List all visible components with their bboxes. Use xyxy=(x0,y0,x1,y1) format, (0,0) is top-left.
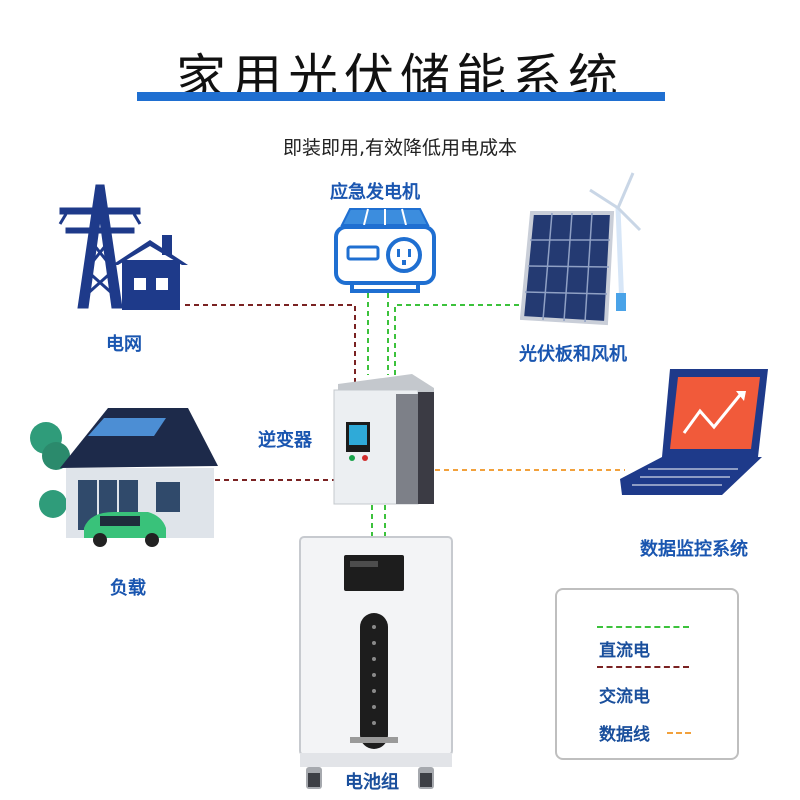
battery-label: 电池组 xyxy=(345,772,399,793)
legend-data-label: 数据线 xyxy=(599,725,650,745)
inverter-icon xyxy=(333,374,434,505)
inverter-label: 逆变器 xyxy=(258,430,312,451)
page-subtitle: 即装即用,有效降低用电成本 xyxy=(282,137,518,159)
legend-data-line xyxy=(667,732,691,734)
title-underline xyxy=(137,92,665,101)
solar-wind-icon xyxy=(520,172,642,326)
laptop-monitor-icon xyxy=(620,369,768,495)
legend-box: 直流电 交流电 数据线 xyxy=(555,588,739,760)
legend-ac-line xyxy=(597,666,689,668)
house-load-icon xyxy=(30,408,218,547)
load-label: 负载 xyxy=(110,578,146,599)
legend-ac-label: 交流电 xyxy=(599,687,650,707)
pv-wind-label: 光伏板和风机 xyxy=(519,344,627,365)
grid-label: 电网 xyxy=(106,334,142,355)
generator-icon xyxy=(334,208,436,293)
power-grid-icon xyxy=(58,184,188,310)
monitor-label: 数据监控系统 xyxy=(640,539,748,560)
battery-pack-icon xyxy=(299,536,453,789)
generator-label: 应急发电机 xyxy=(330,182,420,203)
legend-dc-line xyxy=(597,626,689,628)
legend-dc-label: 直流电 xyxy=(599,641,650,661)
